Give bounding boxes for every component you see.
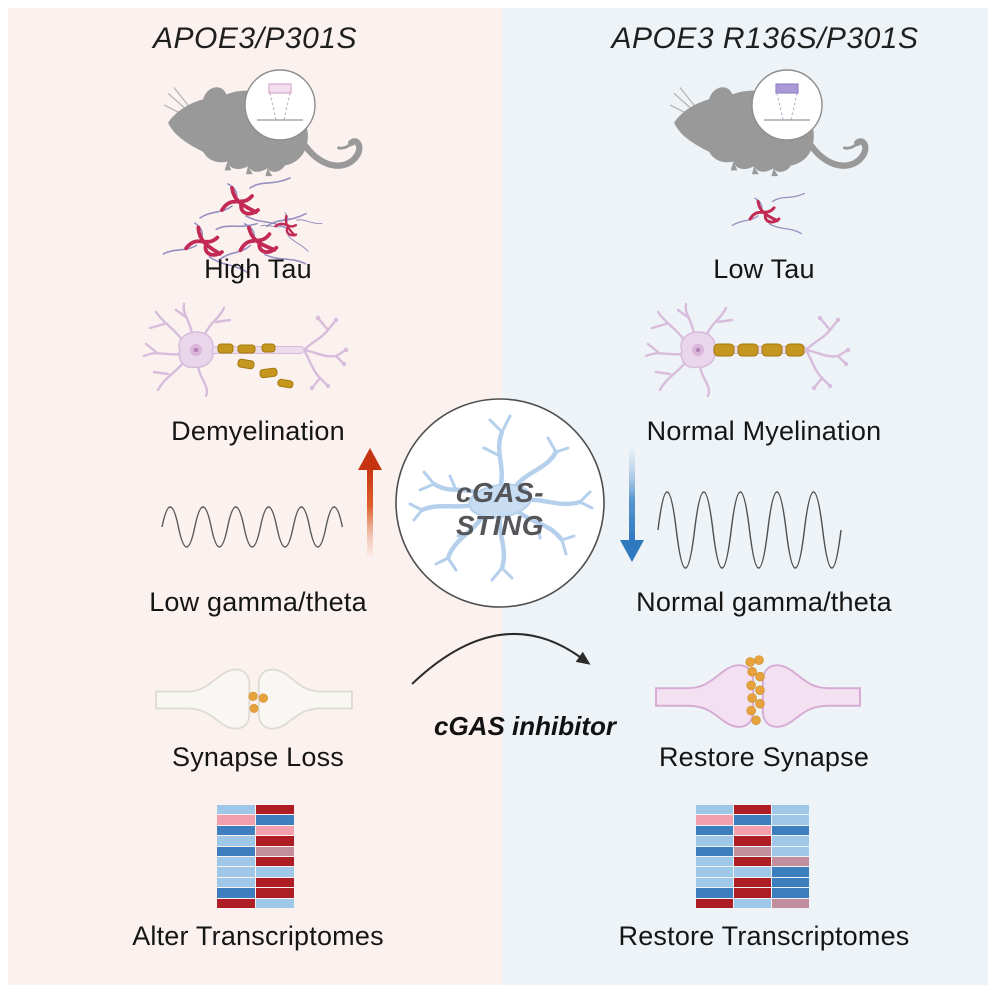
neuron-myelinated-icon <box>644 302 852 398</box>
neurotransmitter-dots <box>745 655 765 726</box>
hub-label: cGAS- STING <box>385 476 615 542</box>
heatmap-cell <box>696 856 733 867</box>
heatmap-cell <box>772 836 809 846</box>
heatmap-cell <box>256 825 294 836</box>
wave-low-icon <box>161 506 344 548</box>
heatmap-cell <box>734 867 771 877</box>
heatmap-cell <box>217 898 255 908</box>
heatmap-cell <box>734 877 771 888</box>
heatmap-cell <box>734 836 771 846</box>
synapse-restored-icon <box>655 655 861 728</box>
heatmap-cell <box>734 846 771 856</box>
microglia-hub-icon <box>395 398 605 608</box>
heatmap-cell <box>696 867 733 877</box>
heatmap-cell <box>256 805 294 815</box>
heatmap-cell <box>772 877 809 888</box>
heatmap-cell <box>696 815 733 825</box>
curved-arrow-icon <box>411 632 591 685</box>
heatmap-cell <box>217 815 255 825</box>
right-myelin-label: Normal Myelination <box>646 416 882 446</box>
heatmap-cell <box>772 888 809 898</box>
heatmap-cell <box>696 898 733 908</box>
implant-window-icon <box>244 69 316 141</box>
heatmap-cell <box>772 825 809 836</box>
heatmap-cell <box>217 825 255 836</box>
heatmap-cell <box>772 815 809 825</box>
heatmap-cell <box>217 836 255 846</box>
heatmap-cell <box>772 846 809 856</box>
heatmap-cell <box>256 867 294 877</box>
heatmap-cell <box>217 846 255 856</box>
left-transcriptome-label: Alter Transcriptomes <box>132 921 384 951</box>
heatmap-cell <box>772 805 809 815</box>
left-synapse-label: Synapse Loss <box>171 742 344 772</box>
implant-window-icon <box>751 69 823 141</box>
neuron-demyelinated-icon <box>142 302 350 398</box>
heatmap-cell <box>217 867 255 877</box>
heatmap-cell <box>256 898 294 908</box>
heatmap-cell <box>734 805 771 815</box>
heatmap-left <box>217 805 294 908</box>
heatmap-cell <box>734 815 771 825</box>
left-tau-label: High Tau <box>204 254 312 284</box>
heatmap-cell <box>734 825 771 836</box>
heatmap-cell <box>256 836 294 846</box>
wave-normal-icon <box>657 491 842 569</box>
heatmap-cell <box>217 856 255 867</box>
heatmap-cell <box>772 898 809 908</box>
heatmap-cell <box>256 815 294 825</box>
right-synapse-label: Restore Synapse <box>658 742 870 772</box>
synapse-loss-icon <box>155 668 353 730</box>
heatmap-cell <box>696 846 733 856</box>
heatmap-cell <box>217 888 255 898</box>
heatmap-cell <box>772 867 809 877</box>
heatmap-cell <box>734 898 771 908</box>
left-wave-label: Low gamma/theta <box>149 587 367 617</box>
heatmap-cell <box>696 805 733 815</box>
right-title: APOE3 R136S/P301S <box>611 22 919 55</box>
heatmap-cell <box>217 877 255 888</box>
hub-label-line2: STING <box>455 510 545 541</box>
inhibitor-label: cGAS inhibitor <box>434 711 616 741</box>
heatmap-cell <box>696 825 733 836</box>
heatmap-cell <box>256 846 294 856</box>
tau-tangle-low-icon <box>730 191 806 235</box>
heatmap-cell <box>734 888 771 898</box>
up-arrow-icon <box>358 448 382 556</box>
heatmap-cell <box>256 888 294 898</box>
heatmap-cell <box>256 877 294 888</box>
heatmap-cell <box>217 805 255 815</box>
right-tau-label: Low Tau <box>713 254 815 284</box>
left-title: APOE3/P301S <box>153 22 357 55</box>
heatmap-cell <box>696 836 733 846</box>
right-transcriptome-label: Restore Transcriptomes <box>618 921 910 951</box>
left-myelin-label: Demyelination <box>171 416 345 446</box>
heatmap-cell <box>772 856 809 867</box>
heatmap-cell <box>696 888 733 898</box>
heatmap-cell <box>734 856 771 867</box>
heatmap-cell <box>696 877 733 888</box>
down-arrow-icon <box>620 450 644 562</box>
hub-label-line1: cGAS- <box>455 477 545 508</box>
right-wave-label: Normal gamma/theta <box>636 587 892 617</box>
heatmap-cell <box>256 856 294 867</box>
heatmap-right <box>696 805 809 908</box>
